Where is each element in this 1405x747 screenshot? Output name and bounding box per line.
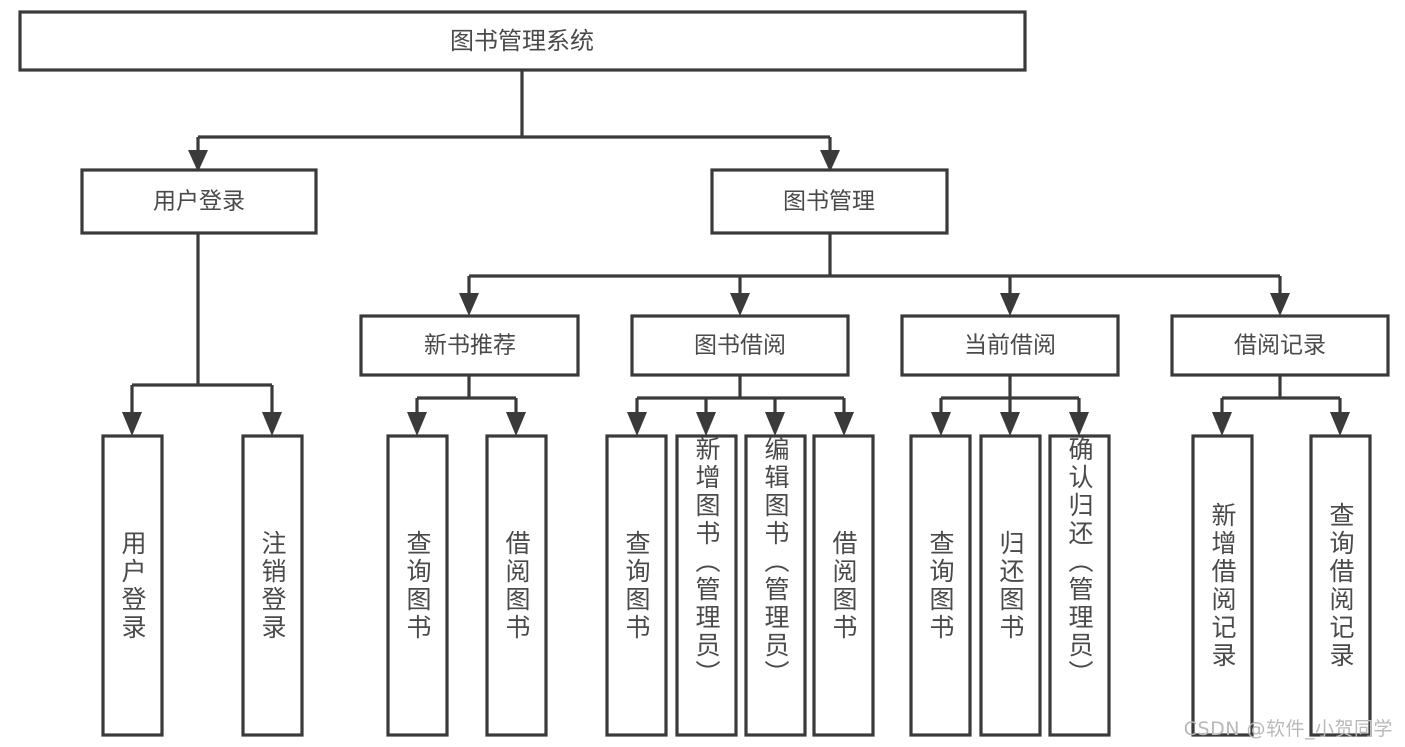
arrow-nb-leaf1 <box>407 412 427 436</box>
node-borrow-record-label: 借阅记录 <box>1234 333 1326 359</box>
node-leaf-currentborrow-confirm[interactable] <box>1048 434 1111 737</box>
arrow-ul-leaf2 <box>262 412 282 436</box>
arrow-to-user-login <box>188 150 208 172</box>
node-book-management[interactable] <box>710 168 949 235</box>
arrow-br-leaf2 <box>1330 412 1350 436</box>
node-leaf-record-query[interactable] <box>1309 434 1372 737</box>
node-current-borrow[interactable] <box>900 314 1120 377</box>
arrow-cb-leaf2 <box>1000 412 1020 436</box>
connector-layer <box>122 70 1350 436</box>
csdn-watermark: CSDN @软件_小贺同学 <box>1183 718 1393 740</box>
node-current-borrow-label: 当前借阅 <box>964 333 1056 359</box>
node-leaf-bookborrow-borrow[interactable] <box>812 434 875 737</box>
arrow-bb-leaf1 <box>627 412 647 436</box>
arrow-to-borrowrecord <box>1270 293 1290 316</box>
node-leaf-bookborrow-edit[interactable] <box>744 434 807 737</box>
node-leaf-newbook-borrow[interactable] <box>485 434 548 737</box>
arrow-bb-leaf4 <box>834 412 854 436</box>
node-book-management-label: 图书管理 <box>783 189 875 215</box>
node-leaf-record-add[interactable] <box>1191 434 1254 737</box>
node-leaf-currentborrow-query[interactable] <box>909 434 972 737</box>
node-user-login-label: 用户登录 <box>153 189 245 215</box>
node-leaf-currentborrow-return[interactable] <box>979 434 1042 737</box>
node-borrow-record[interactable] <box>1170 314 1390 377</box>
arrow-to-newbook <box>459 293 479 316</box>
arrow-nb-leaf2 <box>506 412 526 436</box>
node-leaf-bookborrow-query[interactable] <box>605 434 668 737</box>
node-leaf-newbook-query[interactable] <box>386 434 449 737</box>
node-leaf-user-login-signout[interactable] <box>241 434 304 737</box>
arrow-cb-leaf1 <box>931 412 951 436</box>
node-book-borrow-label: 图书借阅 <box>694 333 786 359</box>
node-book-borrow[interactable] <box>630 314 850 377</box>
arrow-to-bookborrow <box>730 293 750 316</box>
node-leaf-user-login-signin[interactable] <box>101 434 164 737</box>
node-root-book-management-system[interactable] <box>18 10 1027 72</box>
node-leaf-bookborrow-add[interactable] <box>675 434 738 737</box>
node-layer: 图书管理系统 用户登录 图书管理 新书推荐 图书借阅 当前借阅 借阅记录 <box>18 10 1390 737</box>
arrow-bb-leaf3 <box>765 412 785 436</box>
node-user-login[interactable] <box>80 168 318 235</box>
node-new-book-recommend[interactable] <box>359 314 580 377</box>
node-new-book-recommend-label: 新书推荐 <box>424 333 516 359</box>
arrow-br-leaf1 <box>1212 412 1232 436</box>
arrow-ul-leaf1 <box>122 412 142 436</box>
node-root-label: 图书管理系统 <box>450 27 594 55</box>
arrow-bb-leaf2 <box>696 412 716 436</box>
arrow-to-currentborrow <box>1000 293 1020 316</box>
arrow-cb-leaf3 <box>1069 412 1089 436</box>
arrow-to-book-manage <box>820 150 840 172</box>
